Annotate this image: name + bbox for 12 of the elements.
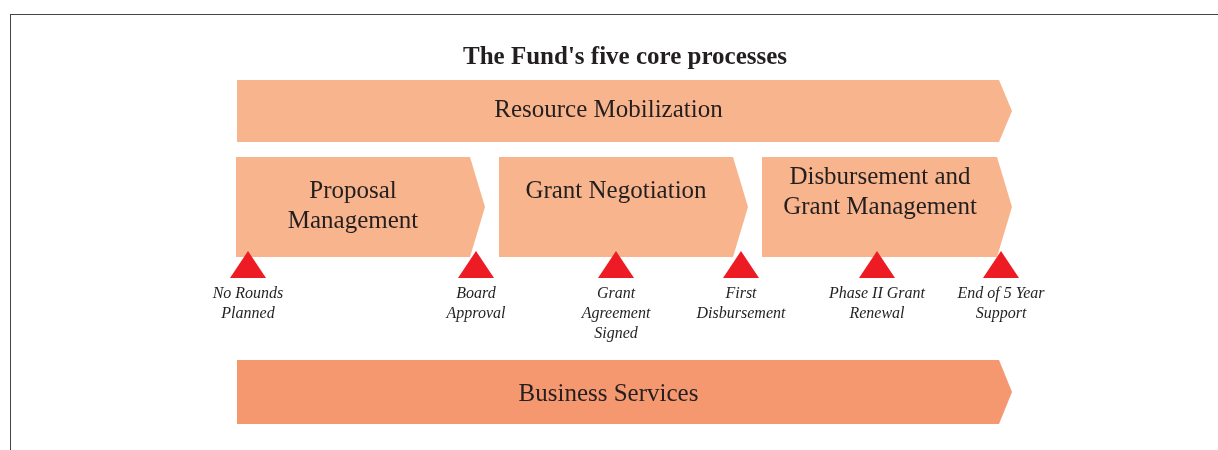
diagram-title: The Fund's five core processes bbox=[462, 42, 788, 69]
milestone-label: Board Approval bbox=[444, 283, 507, 323]
process-label: Resource Mobilization bbox=[493, 94, 724, 124]
milestone-label: End of 5 Year Support bbox=[956, 283, 1046, 323]
milestone-label: First Disbursement bbox=[695, 283, 787, 323]
milestone-label: No Rounds Planned bbox=[211, 283, 285, 323]
process-label: Proposal Management bbox=[286, 175, 420, 235]
process-label: Business Services bbox=[517, 378, 700, 408]
milestone-label: Phase II Grant Renewal bbox=[828, 283, 926, 323]
process-label: Grant Negotiation bbox=[524, 175, 708, 205]
milestone-label: Grant Agreement Signed bbox=[580, 283, 652, 343]
process-label: Disbursement and Grant Management bbox=[782, 161, 978, 221]
